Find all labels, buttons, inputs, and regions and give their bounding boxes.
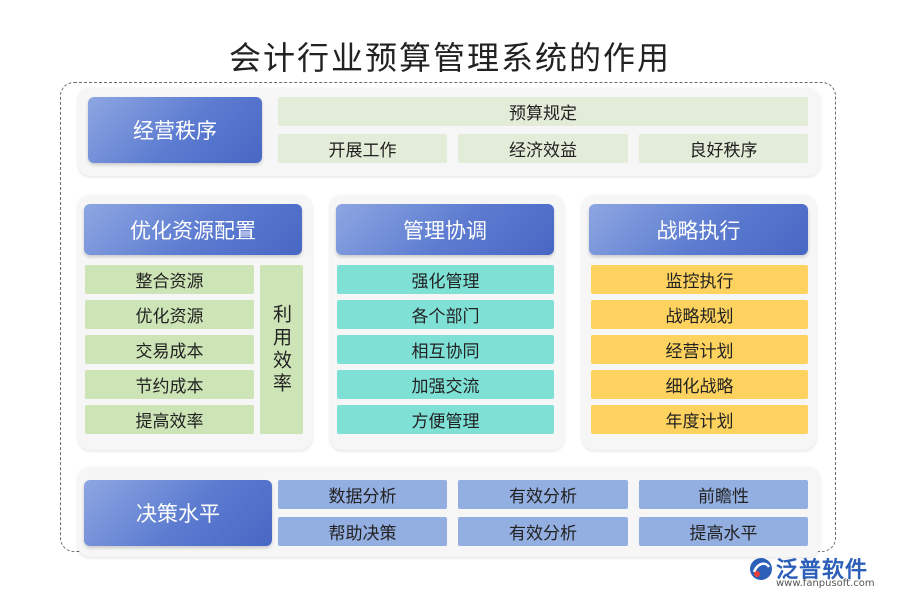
- strategy-item-1: 监控执行: [591, 265, 808, 294]
- coord-item-1: 强化管理: [337, 265, 554, 294]
- decision-row1-item-3: 前瞻性: [639, 480, 808, 509]
- panel-strategy-execution: 战略执行 监控执行 战略规划 经营计划 细化战略 年度计划: [582, 195, 816, 450]
- strategy-item-4: 细化战略: [591, 370, 808, 399]
- brand-url: www.fanpusoft.com: [776, 578, 875, 589]
- decision-row1-item-2: 有效分析: [458, 480, 628, 509]
- head-strategy-execution: 战略执行: [589, 204, 808, 255]
- coord-item-4: 加强交流: [337, 370, 554, 399]
- coord-item-3: 相互协同: [337, 335, 554, 364]
- panel-resource-allocation: 优化资源配置 整合资源 优化资源 交易成本 节约成本 提高效率 利用效率: [78, 195, 312, 450]
- resource-item-5: 提高效率: [85, 405, 254, 434]
- strategy-item-3: 经营计划: [591, 335, 808, 364]
- top-item-1: 开展工作: [278, 134, 447, 163]
- head-business-order: 经营秩序: [88, 97, 262, 163]
- brand-logo: 泛普软件 www.fanpusoft.com: [748, 552, 888, 594]
- top-item-2: 经济效益: [458, 134, 628, 163]
- decision-row2-item-1: 帮助决策: [278, 517, 447, 546]
- resource-side-label: 利用效率: [260, 265, 303, 434]
- decision-row1-item-1: 数据分析: [278, 480, 447, 509]
- coord-item-5: 方便管理: [337, 405, 554, 434]
- strategy-item-2: 战略规划: [591, 300, 808, 329]
- resource-item-1: 整合资源: [85, 265, 254, 294]
- decision-row2-item-2: 有效分析: [458, 517, 628, 546]
- top-item-3: 良好秩序: [639, 134, 808, 163]
- brand-name: 泛普软件: [776, 558, 869, 583]
- panel-business-order: 经营秩序 预算规定 开展工作 经济效益 良好秩序: [78, 88, 820, 176]
- coord-item-2: 各个部门: [337, 300, 554, 329]
- panel-decision-level: 决策水平 数据分析 有效分析 前瞻性 帮助决策 有效分析 提高水平: [78, 467, 820, 557]
- panel-management-coordination: 管理协调 强化管理 各个部门 相互协同 加强交流 方便管理: [330, 195, 564, 450]
- strategy-item-5: 年度计划: [591, 405, 808, 434]
- page-title: 会计行业预算管理系统的作用: [228, 39, 671, 77]
- resource-item-2: 优化资源: [85, 300, 254, 329]
- decision-row2-item-3: 提高水平: [639, 517, 808, 546]
- head-decision-level: 决策水平: [84, 480, 272, 546]
- head-resource-allocation: 优化资源配置: [84, 204, 302, 255]
- resource-item-4: 节约成本: [85, 370, 254, 399]
- brand-mark-icon: [750, 558, 772, 580]
- banner-budget-rules: 预算规定: [278, 97, 808, 126]
- head-management-coordination: 管理协调: [336, 204, 554, 255]
- resource-item-3: 交易成本: [85, 335, 254, 364]
